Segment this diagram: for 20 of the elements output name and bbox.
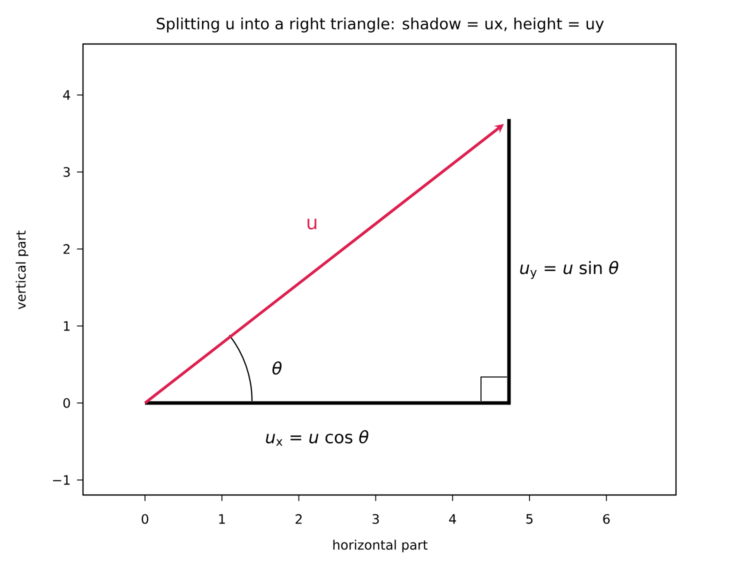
tick-label: 3 (372, 514, 379, 524)
tick-label: 1 (64, 321, 70, 331)
tick-label: 0 (63, 398, 70, 408)
tick-label: 4 (449, 514, 456, 524)
tick-label: 1 (219, 514, 225, 524)
chart-title: Splitting u into a right triangle: shadow = ux, height = uy (156, 17, 604, 32)
formula-label: u$_{y}$ = u sin θ (520, 260, 618, 280)
angle-label: θ (272, 361, 282, 375)
tick-label: 2 (64, 244, 70, 254)
vector-label: u (308, 218, 316, 230)
tick-label: 3 (64, 167, 70, 177)
tick-label: 0 (142, 514, 148, 524)
tick-label: −1 (53, 475, 70, 485)
axis-label: horizontal part (333, 540, 428, 552)
formula-label: u$_{x}$ = u cos θ (266, 430, 368, 446)
tick-label: 4 (63, 90, 70, 100)
tick-label: 5 (526, 514, 532, 524)
tick-label: 2 (296, 514, 302, 524)
axis-label: vertical part (16, 230, 28, 310)
tick-label: 6 (603, 514, 610, 524)
